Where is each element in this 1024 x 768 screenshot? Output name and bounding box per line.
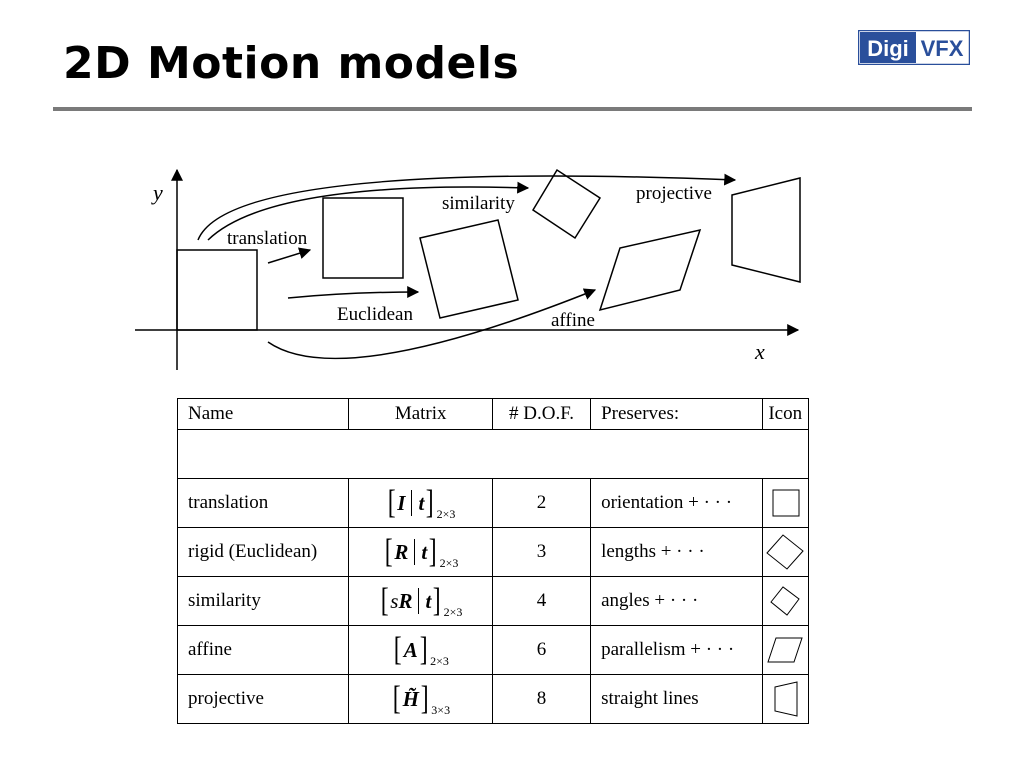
row-name: similarity bbox=[176, 576, 350, 626]
parallelogram-icon bbox=[767, 637, 803, 663]
row-preserves: orientation + · · · bbox=[590, 478, 763, 528]
row-preserves: straight lines bbox=[590, 674, 763, 724]
row-matrix: [H̃]3×3 bbox=[348, 674, 493, 724]
matrix-vector: t bbox=[418, 490, 425, 515]
motion-models-table: Name Matrix # D.O.F. Preserves: Icon tra… bbox=[176, 398, 809, 724]
euclidean-arrow bbox=[287, 286, 420, 299]
row-icon bbox=[761, 478, 809, 528]
row-name: translation bbox=[176, 478, 350, 528]
row-name: affine bbox=[176, 625, 350, 675]
row-dof: 3 bbox=[491, 527, 592, 577]
similarity-arrow bbox=[207, 181, 530, 241]
matrix-size: 2×3 bbox=[439, 556, 459, 570]
logo-text-vfx: VFX bbox=[921, 36, 964, 61]
row-preserves: lengths + · · · bbox=[590, 527, 763, 577]
affine-arrow bbox=[267, 288, 597, 360]
similarity-label: similarity bbox=[442, 193, 515, 214]
row-icon bbox=[761, 674, 809, 724]
matrix-vector: t bbox=[425, 588, 432, 613]
table-row: projective [H̃]3×3 8 straight lines bbox=[176, 674, 809, 724]
matrix-size: 2×3 bbox=[443, 605, 463, 619]
table-row: affine [A]2×3 6 parallelism + · · · bbox=[176, 625, 809, 675]
x-axis-label: x bbox=[754, 339, 765, 364]
square-icon bbox=[772, 489, 800, 517]
row-icon bbox=[761, 527, 809, 577]
affine-parallelogram bbox=[598, 228, 702, 312]
matrix-block: A bbox=[403, 637, 418, 662]
euclidean-label: Euclidean bbox=[337, 304, 413, 325]
matrix-size: 2×3 bbox=[430, 654, 449, 668]
row-icon bbox=[761, 625, 809, 675]
trapezoid-icon bbox=[774, 681, 798, 717]
row-dof: 4 bbox=[491, 576, 592, 626]
matrix-block: R bbox=[394, 539, 409, 564]
row-name: projective bbox=[176, 674, 350, 724]
projective-arrow bbox=[197, 173, 737, 241]
row-icon bbox=[761, 576, 809, 626]
projective-label: projective bbox=[636, 183, 712, 204]
translation-arrow bbox=[267, 247, 312, 264]
matrix-block: H̃ bbox=[402, 686, 419, 711]
translated-square bbox=[322, 197, 404, 279]
matrix-block: I bbox=[397, 490, 406, 515]
matrix-size: 3×3 bbox=[431, 703, 451, 717]
matrix-size: 2×3 bbox=[436, 507, 456, 521]
header-name: Name bbox=[176, 398, 350, 430]
small-diamond-icon bbox=[770, 586, 800, 616]
header-dof: # D.O.F. bbox=[491, 398, 592, 430]
header-matrix: Matrix bbox=[348, 398, 493, 430]
table-header-row: Name Matrix # D.O.F. Preserves: Icon bbox=[176, 398, 809, 430]
matrix-scale: s bbox=[390, 588, 399, 613]
header-preserves: Preserves: bbox=[590, 398, 763, 430]
slide-title: 2D Motion models bbox=[63, 38, 520, 89]
row-name: rigid (Euclidean) bbox=[176, 527, 350, 577]
similarity-diamond bbox=[531, 168, 602, 240]
original-square bbox=[176, 249, 258, 331]
y-axis-label: y bbox=[151, 180, 163, 205]
projective-trapezoid bbox=[731, 177, 801, 283]
row-matrix: [A]2×3 bbox=[348, 625, 493, 675]
euclidean-square bbox=[419, 219, 519, 319]
row-dof: 8 bbox=[491, 674, 592, 724]
row-preserves: angles + · · · bbox=[590, 576, 763, 626]
row-dof: 2 bbox=[491, 478, 592, 528]
row-dof: 6 bbox=[491, 625, 592, 675]
rotated-square-icon bbox=[766, 534, 804, 570]
motion-models-diagram: y x translation Euclidean similarity aff… bbox=[135, 168, 801, 370]
matrix-block: R bbox=[398, 588, 413, 613]
logo-text-digi: Digi bbox=[867, 36, 909, 61]
affine-label: affine bbox=[551, 310, 595, 331]
title-divider bbox=[53, 107, 972, 111]
translation-label: translation bbox=[227, 228, 308, 249]
row-preserves: parallelism + · · · bbox=[590, 625, 763, 675]
header-icon: Icon bbox=[761, 398, 809, 430]
digivfx-logo: Digi VFX bbox=[858, 30, 970, 65]
matrix-vector: t bbox=[421, 539, 428, 564]
